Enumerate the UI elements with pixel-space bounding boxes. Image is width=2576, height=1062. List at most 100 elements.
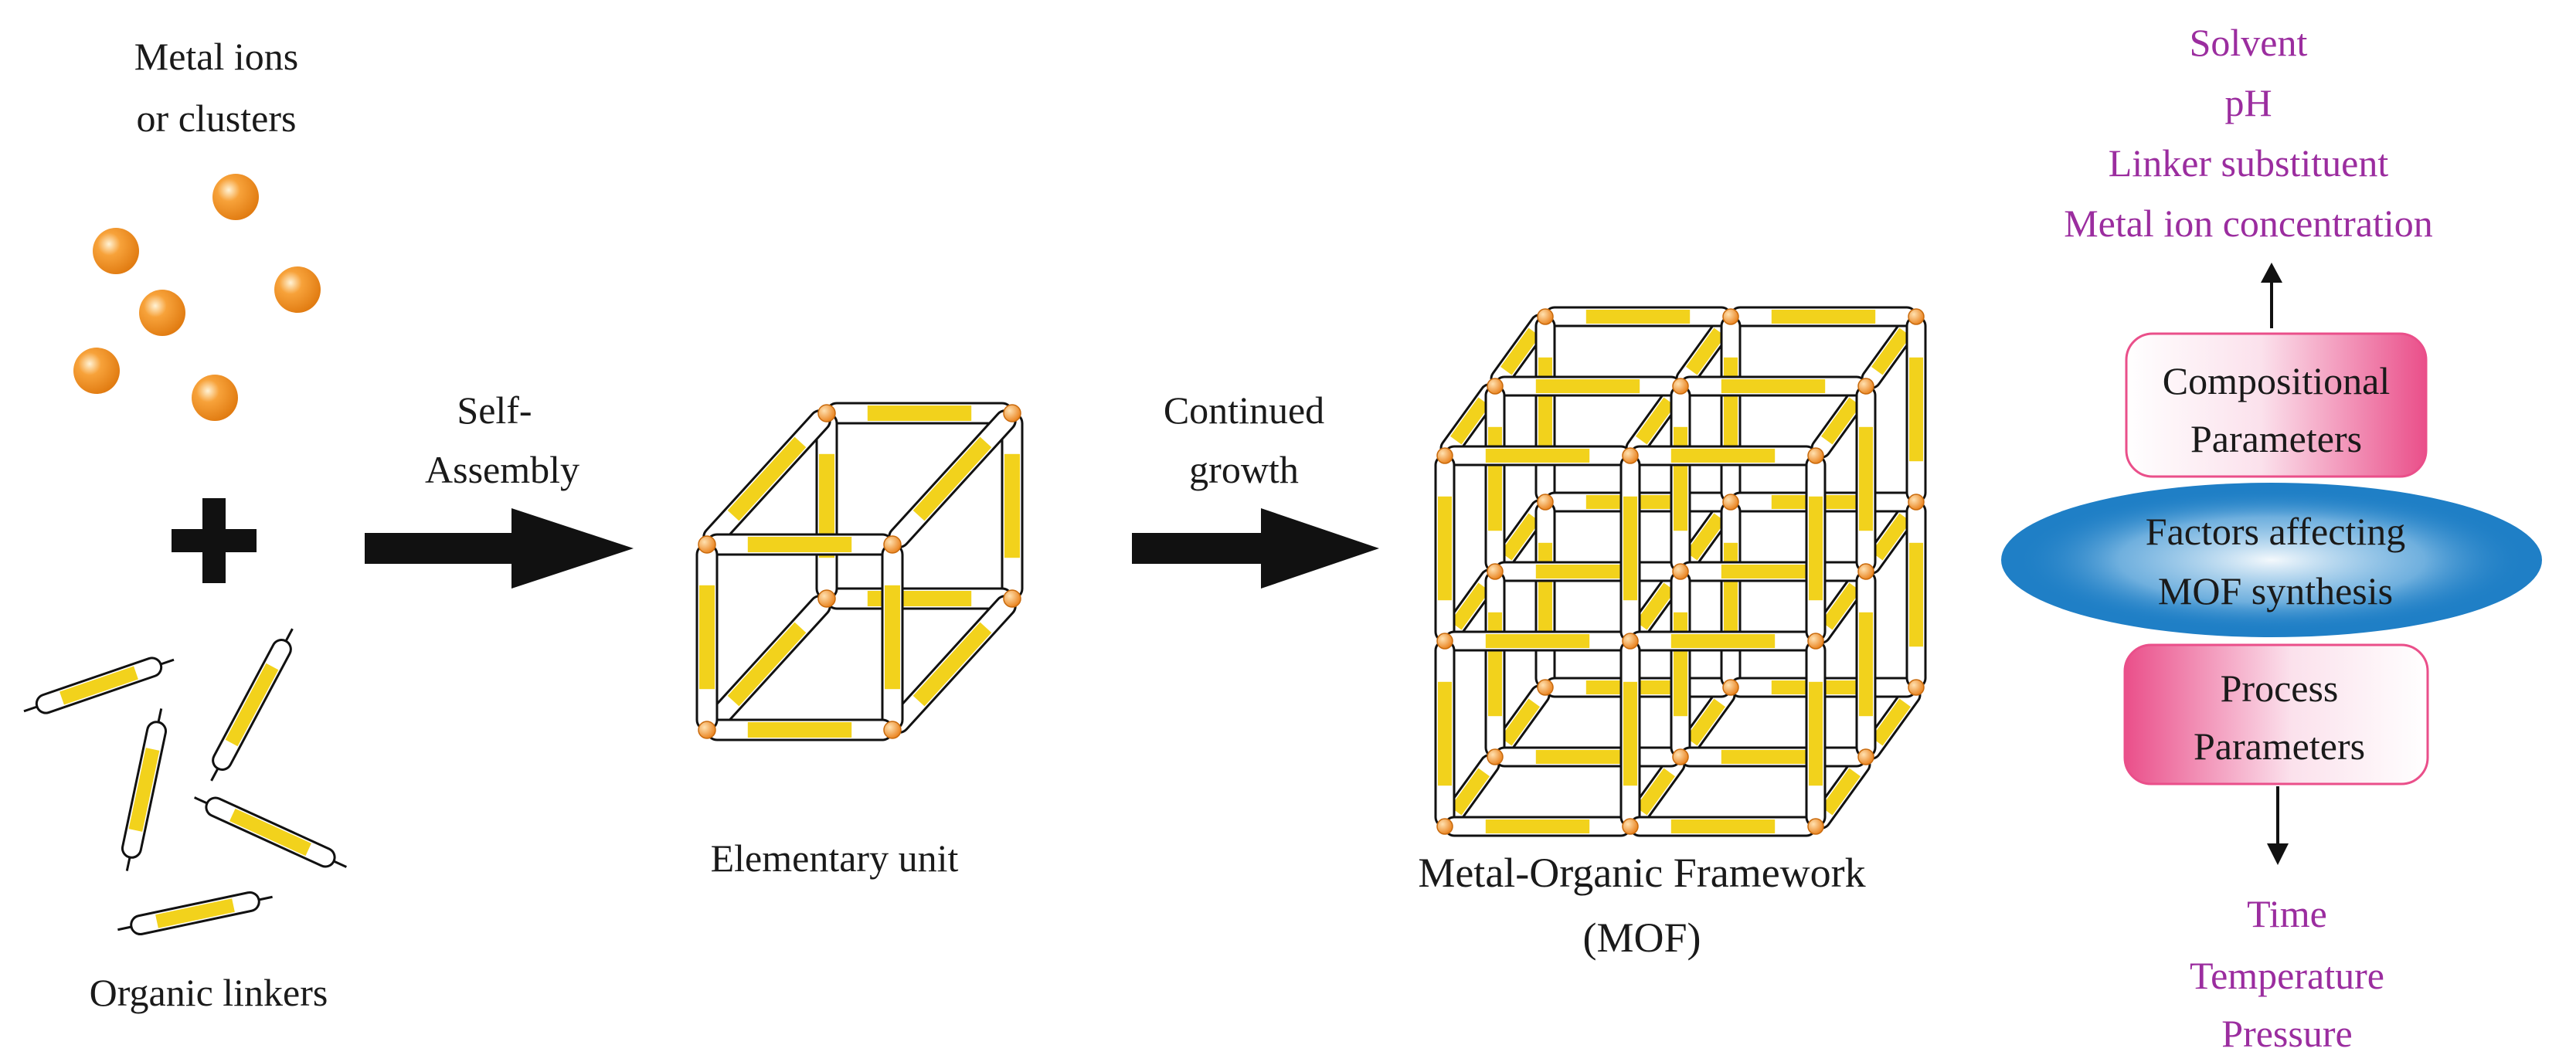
continued-growth-arrow-icon xyxy=(1132,508,1379,589)
metal-node xyxy=(1672,748,1689,765)
metal-node xyxy=(1807,447,1824,464)
svg-text:Compositional: Compositional xyxy=(2163,359,2390,402)
metal-node xyxy=(1436,633,1453,650)
metal-node xyxy=(1908,308,1925,325)
metal-node xyxy=(1622,447,1639,464)
metal-node xyxy=(1722,679,1739,696)
metal-ion xyxy=(139,290,185,336)
process-item: Temperature xyxy=(2190,954,2384,997)
metal-node xyxy=(1537,308,1554,325)
metal-ion xyxy=(192,375,238,421)
metal-node xyxy=(1672,563,1689,580)
linker xyxy=(1720,500,1742,689)
process-item: Pressure xyxy=(2221,1012,2352,1055)
linker xyxy=(1629,816,1817,837)
svg-text:Continued: Continued xyxy=(1164,388,1324,432)
metal-node xyxy=(1436,818,1453,835)
plus-sign-icon xyxy=(172,498,257,583)
metal-node xyxy=(1622,818,1639,835)
svg-text:Process: Process xyxy=(2221,667,2339,710)
compositional-item: Metal ion concentration xyxy=(2064,202,2433,245)
linker xyxy=(888,409,1017,548)
metal-ions-cluster xyxy=(73,174,321,421)
linker xyxy=(815,412,838,600)
linker xyxy=(705,718,894,741)
metal-node xyxy=(1003,589,1021,608)
organic-linker xyxy=(23,657,175,714)
linker xyxy=(1905,315,1927,504)
linker xyxy=(1494,561,1682,582)
linker xyxy=(702,595,831,734)
metal-node xyxy=(1003,404,1021,422)
metal-node xyxy=(698,535,716,554)
linker xyxy=(1494,375,1682,397)
organic-linkers-group xyxy=(23,628,347,936)
linker xyxy=(1619,640,1641,828)
metal-node xyxy=(1487,563,1504,580)
compositional-items-list: Solvent pH Linker substituent Metal ion … xyxy=(2064,21,2433,245)
metal-node xyxy=(817,404,836,422)
metal-node xyxy=(1487,748,1504,765)
linker xyxy=(1679,561,1867,582)
svg-text:Assembly: Assembly xyxy=(425,448,579,491)
metal-node xyxy=(1672,378,1689,395)
metal-ions-label: Metal ions or clusters xyxy=(134,35,298,140)
linker xyxy=(1484,385,1506,573)
process-parameters-box: Process Parameters xyxy=(2123,643,2429,785)
mof-framework xyxy=(1434,306,1927,837)
up-arrow-icon xyxy=(2261,263,2282,328)
factors-ellipse: Factors affecting MOF synthesis xyxy=(2001,483,2542,637)
organic-linker xyxy=(117,891,273,936)
metal-ion xyxy=(93,228,139,274)
svg-text:Parameters: Parameters xyxy=(2190,417,2362,460)
compositional-item: Linker substituent xyxy=(2109,141,2389,185)
svg-text:MOF synthesis: MOF synthesis xyxy=(2158,569,2393,612)
organic-linkers-label: Organic linkers xyxy=(90,971,328,1014)
metal-node xyxy=(1857,748,1874,765)
linker xyxy=(1855,385,1877,573)
linker xyxy=(1534,500,1556,689)
linker xyxy=(1443,816,1632,837)
linker xyxy=(1805,640,1827,828)
organic-linker xyxy=(210,628,294,782)
linker xyxy=(1494,746,1682,768)
svg-text:growth: growth xyxy=(1189,448,1299,491)
linker xyxy=(1534,315,1556,504)
metal-node xyxy=(1487,378,1504,395)
linker xyxy=(1434,454,1456,643)
linker xyxy=(1629,445,1817,467)
metal-node xyxy=(883,535,902,554)
linker xyxy=(705,533,894,556)
metal-node xyxy=(1436,447,1453,464)
metal-ion xyxy=(73,348,120,394)
metal-node xyxy=(1537,679,1554,696)
metal-node xyxy=(1722,494,1739,511)
metal-node xyxy=(698,721,716,739)
metal-node xyxy=(1908,679,1925,696)
self-assembly-arrow-icon xyxy=(365,508,634,589)
linker xyxy=(825,587,1014,610)
continued-growth-label: Continued growth xyxy=(1164,388,1324,491)
linker xyxy=(1434,640,1456,828)
metal-node xyxy=(883,721,902,739)
svg-text:Metal-Organic Framework: Metal-Organic Framework xyxy=(1418,850,1865,896)
svg-text:Self-: Self- xyxy=(457,388,532,432)
svg-text:Factors affecting: Factors affecting xyxy=(2146,510,2405,553)
linker xyxy=(1720,315,1742,504)
linker xyxy=(1001,412,1024,600)
mof-label: Metal-Organic Framework (MOF) xyxy=(1418,850,1865,961)
metal-node xyxy=(1722,308,1739,325)
metal-node xyxy=(1807,633,1824,650)
metal-node xyxy=(1857,563,1874,580)
linker xyxy=(702,409,831,548)
process-item: Time xyxy=(2247,892,2327,935)
linker xyxy=(1679,375,1867,397)
svg-text:(MOF): (MOF) xyxy=(1582,914,1701,961)
linker xyxy=(1670,570,1691,758)
linker xyxy=(1544,306,1732,327)
metal-node xyxy=(1807,818,1824,835)
linker xyxy=(1729,306,1918,327)
self-assembly-label: Self- Assembly xyxy=(425,388,579,491)
svg-text:or clusters: or clusters xyxy=(137,97,297,140)
